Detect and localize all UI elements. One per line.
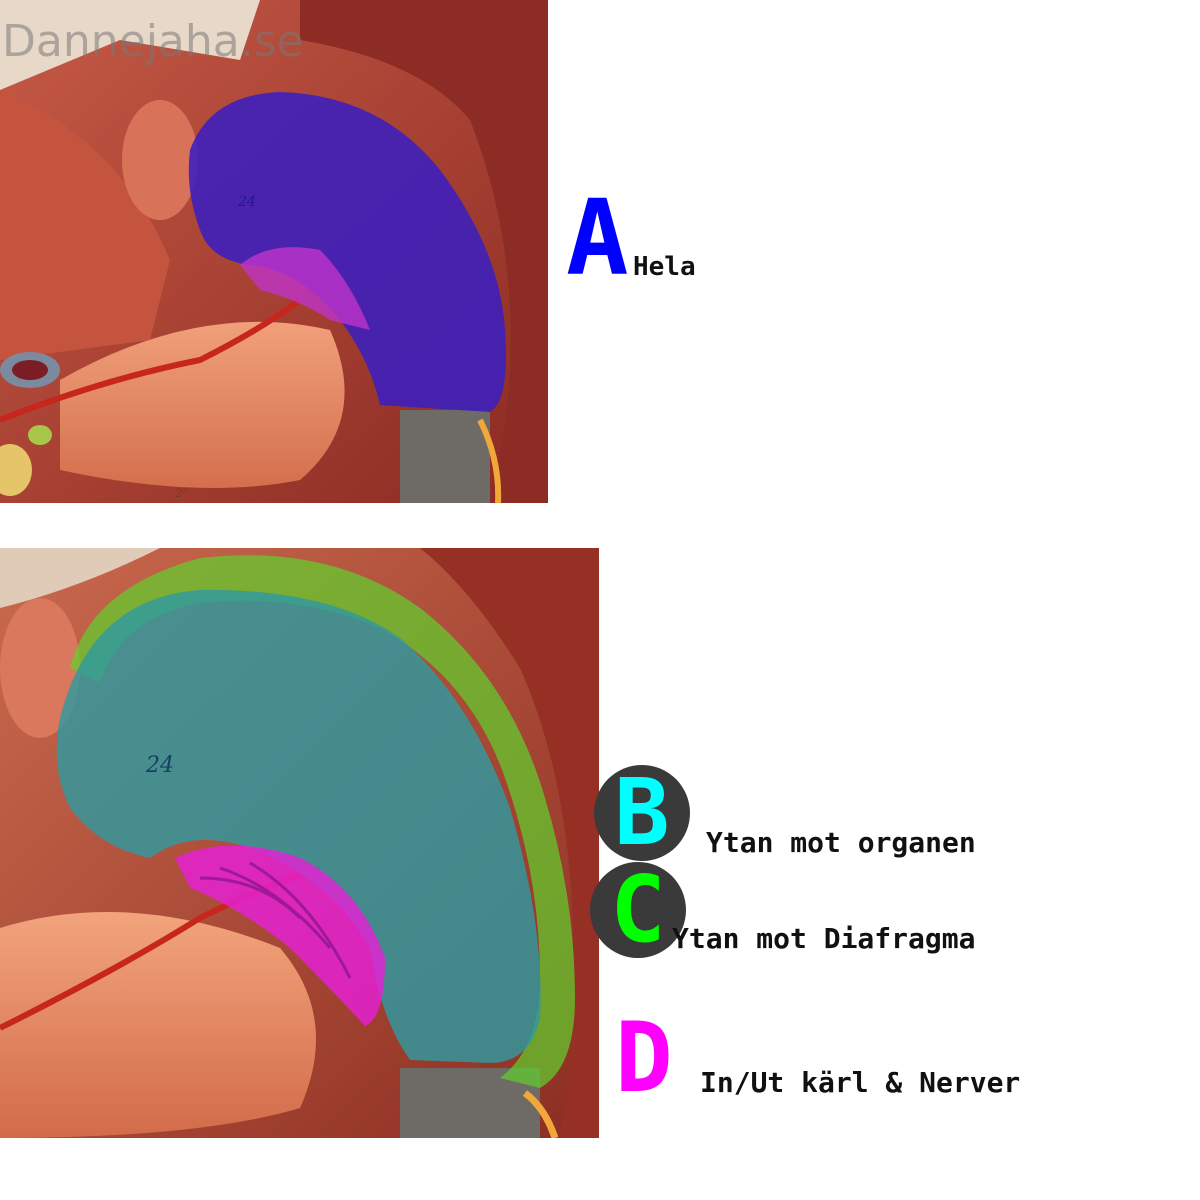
legend-badge-c: C (590, 862, 686, 958)
legend-label-b: Ytan mot organen (706, 826, 976, 859)
pancreas (60, 321, 345, 488)
nerve (477, 418, 502, 503)
legend-letter-d: D (615, 1002, 673, 1114)
kidney-top (122, 100, 198, 220)
muscle-fibers (0, 90, 170, 360)
hilum-vessels-top (240, 247, 370, 330)
stand-block (400, 410, 490, 503)
legend-letter-a: A (566, 177, 629, 299)
splenic-artery (0, 297, 302, 423)
pancreas (0, 912, 316, 1138)
legend-label-d: In/Ut kärl & Nerver (700, 1066, 1021, 1099)
legend-badge-b: B (594, 765, 690, 861)
legend-label-c: Ytan mot Diafragma (672, 922, 976, 955)
visceral-surface-overlay (56, 589, 541, 1063)
svg-text:2³: 2³ (174, 486, 188, 500)
legend-letter-b: B (614, 759, 670, 866)
anatomy-illustration-top: 24 2³ (0, 0, 548, 503)
anatomy-illustration-bottom: 24 (0, 548, 599, 1138)
legend-label-a: Hela (633, 252, 696, 282)
tendon-area (0, 0, 260, 90)
legend-letter-c: C (610, 856, 666, 963)
diaphragm-wall (300, 0, 548, 503)
specimen-mark: 24 (145, 753, 174, 778)
hilum-overlay (175, 845, 385, 1026)
diaphragmatic-surface-overlay (70, 555, 575, 1088)
diaphragm-wall (420, 548, 599, 1138)
nerve (522, 1090, 559, 1138)
spleen-overlay-whole (188, 92, 506, 412)
anatomy-photo-bottom: 24 (0, 548, 599, 1138)
watermark-text: Dannejaha.se (2, 16, 304, 67)
specimen-mark: 24 (237, 194, 256, 210)
kidney-bottom (0, 598, 80, 738)
anatomy-photo-top: 24 2³ Dannejaha.se (0, 0, 548, 503)
